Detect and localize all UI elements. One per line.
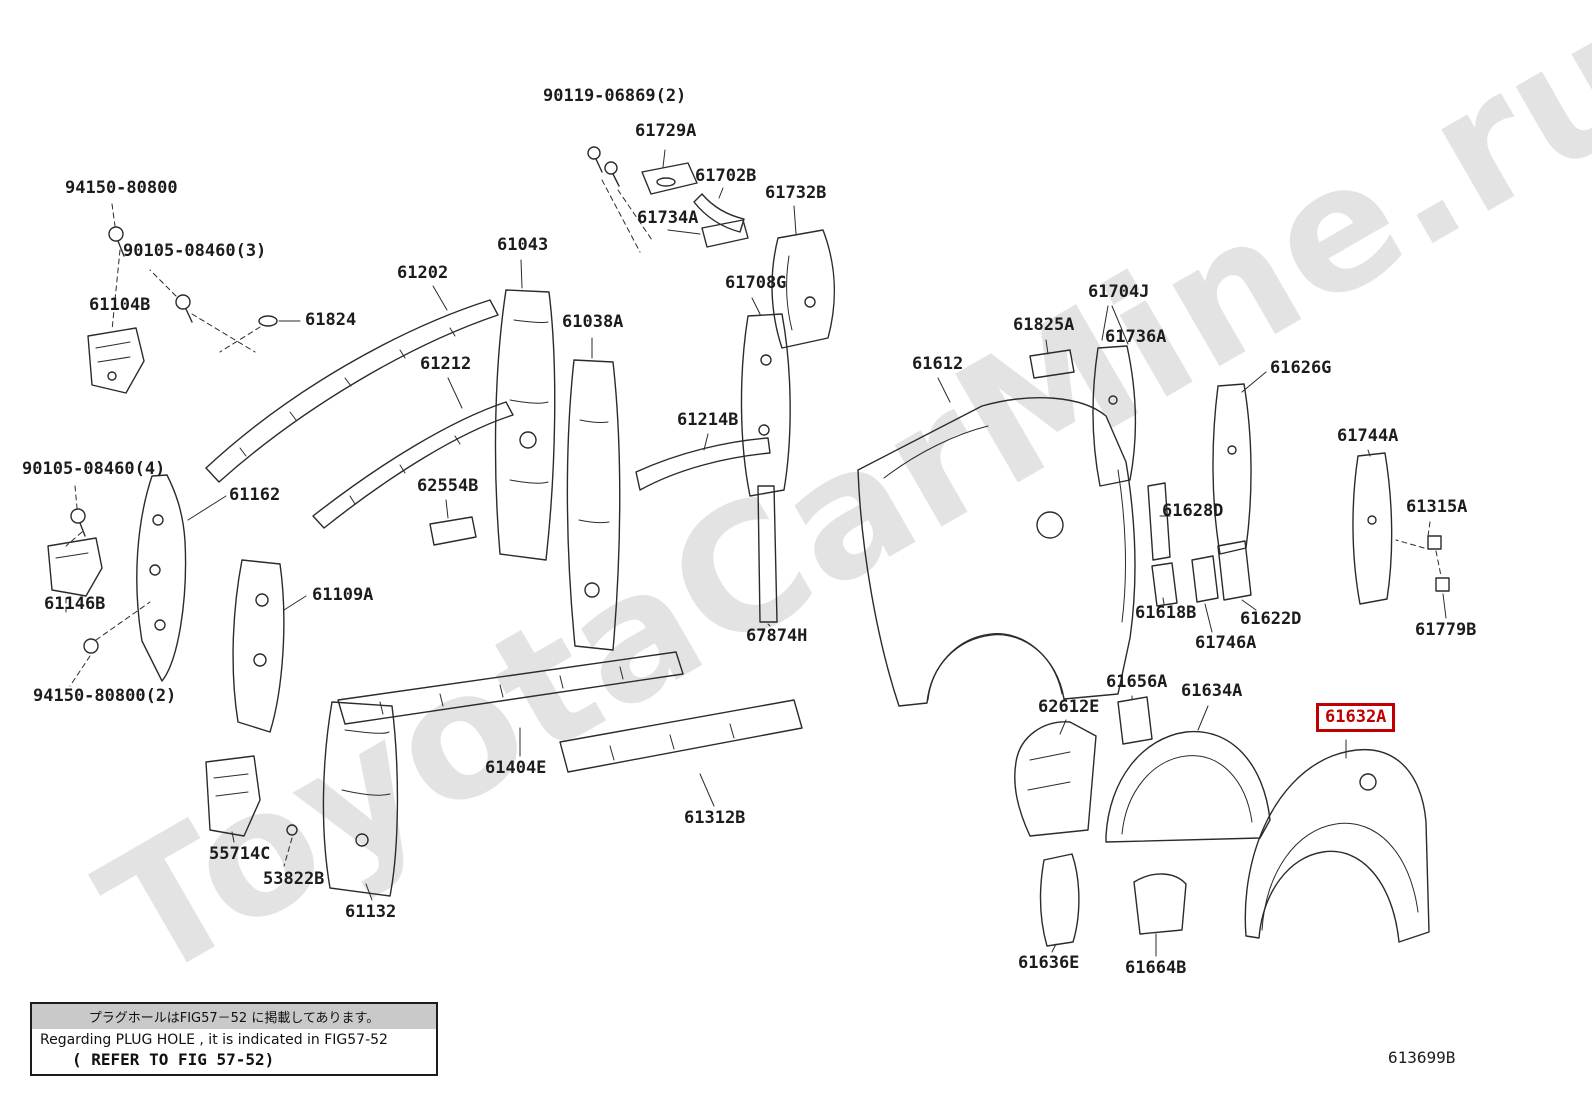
part-label-90105-08460-3[interactable]: 90105-08460(3) <box>123 241 267 261</box>
part-label-61202[interactable]: 61202 <box>397 263 449 283</box>
part-label-61704J[interactable]: 61704J <box>1088 282 1150 302</box>
part-label-94150-80800[interactable]: 94150-80800 <box>65 178 178 198</box>
nut-icon <box>69 601 151 687</box>
part-label-61732B[interactable]: 61732B <box>765 183 827 203</box>
note-english: Regarding PLUG HOLE , it is indicated in… <box>40 1032 388 1048</box>
part-sketch-61824 <box>219 315 301 353</box>
plug-hole-note-box: プラグホールはFIG57－52 に掲載してあります。 Regarding PLU… <box>30 1002 438 1076</box>
figure-number: 613699B <box>1388 1048 1456 1067</box>
part-sketch-61734A <box>667 219 749 248</box>
part-sketch-61746A <box>1191 555 1219 633</box>
part-sketch-61632A-highlighted <box>1244 739 1430 943</box>
part-sketch-67874H <box>757 485 778 627</box>
part-sketch-61043 <box>494 259 556 561</box>
clip-icon <box>1395 521 1442 577</box>
part-label-61038A[interactable]: 61038A <box>562 312 624 332</box>
part-label-90105-08460-4[interactable]: 90105-08460(4) <box>22 459 166 479</box>
part-label-61104B[interactable]: 61104B <box>89 295 151 315</box>
part-label-61656A[interactable]: 61656A <box>1106 672 1168 692</box>
part-label-61632A-highlighted[interactable]: 61632A <box>1316 703 1396 732</box>
note-refer: ( REFER TO FIG 57-52) <box>72 1050 275 1069</box>
part-label-55714C[interactable]: 55714C <box>209 844 271 864</box>
part-label-61315A[interactable]: 61315A <box>1406 497 1468 517</box>
part-sketch-61212 <box>312 377 514 529</box>
part-label-61628D[interactable]: 61628D <box>1162 501 1224 521</box>
part-label-61312B[interactable]: 61312B <box>684 808 746 828</box>
part-sketch-61146B <box>47 537 103 617</box>
part-sketch-62554B <box>429 499 477 546</box>
part-sketch-61702B <box>693 187 745 233</box>
part-sketch-61162 <box>136 474 227 682</box>
note-japanese: プラグホールはFIG57－52 に掲載してあります。 <box>32 1004 436 1029</box>
part-label-61622D[interactable]: 61622D <box>1240 609 1302 629</box>
part-sketch-62612E <box>1014 719 1097 837</box>
part-sketch-61109A <box>232 559 307 733</box>
part-label-61109A[interactable]: 61109A <box>312 585 374 605</box>
part-label-61404E[interactable]: 61404E <box>485 758 547 778</box>
part-label-61825A[interactable]: 61825A <box>1013 315 1075 335</box>
plug-icon <box>283 824 298 867</box>
part-sketch-61729A <box>641 149 698 195</box>
part-sketch-61038A <box>566 337 621 651</box>
part-sketch-61664B <box>1133 873 1187 957</box>
part-label-61744A[interactable]: 61744A <box>1337 426 1399 446</box>
part-label-61626G[interactable]: 61626G <box>1270 358 1332 378</box>
part-label-90119-06869[interactable]: 90119-06869(2) <box>543 86 687 106</box>
part-label-61162[interactable]: 61162 <box>229 485 281 505</box>
part-sketch-61744A <box>1352 449 1393 605</box>
part-label-53822B[interactable]: 53822B <box>263 869 325 889</box>
part-sketch-61626G <box>1212 371 1267 555</box>
bolt-icon <box>108 203 125 331</box>
part-sketch-61404E <box>337 651 684 757</box>
part-sketch-61104B <box>87 327 145 394</box>
part-label-61746A[interactable]: 61746A <box>1195 633 1257 653</box>
part-sketch-55714C <box>205 755 261 843</box>
part-label-61043[interactable]: 61043 <box>497 235 549 255</box>
part-label-61618B[interactable]: 61618B <box>1135 603 1197 623</box>
screw-icon <box>587 146 620 187</box>
part-sketch-61708G <box>740 297 791 497</box>
part-label-61729A[interactable]: 61729A <box>635 121 697 141</box>
part-sketch-61825A <box>1029 339 1075 379</box>
clip-icon <box>1435 577 1450 619</box>
part-label-61146B[interactable]: 61146B <box>44 594 106 614</box>
part-label-61664B[interactable]: 61664B <box>1125 958 1187 978</box>
part-label-94150-80800-2[interactable]: 94150-80800(2) <box>33 686 177 706</box>
part-label-61702B[interactable]: 61702B <box>695 166 757 186</box>
part-sketch-61634A <box>1105 705 1271 843</box>
part-label-61634A[interactable]: 61634A <box>1181 681 1243 701</box>
part-label-61734A[interactable]: 61734A <box>637 208 699 228</box>
part-sketch-61636E <box>1039 853 1080 953</box>
part-sketch-61618B <box>1151 562 1178 607</box>
part-sketch-61736A <box>1092 345 1137 487</box>
part-label-61636E[interactable]: 61636E <box>1018 953 1080 973</box>
part-label-61779B[interactable]: 61779B <box>1415 620 1477 640</box>
part-sketch-61656A <box>1117 695 1153 745</box>
part-label-61824[interactable]: 61824 <box>305 310 357 330</box>
part-sketch-61612 <box>857 377 1136 707</box>
part-sketch-61202 <box>205 285 499 483</box>
part-sketch-61732B <box>771 205 835 349</box>
bolt-icon <box>149 269 256 353</box>
part-label-62612E[interactable]: 62612E <box>1038 697 1100 717</box>
part-label-67874H[interactable]: 67874H <box>746 626 808 646</box>
part-sketch-61628D <box>1147 482 1171 561</box>
bolt-icon <box>65 485 86 547</box>
part-label-61708G[interactable]: 61708G <box>725 273 787 293</box>
part-label-61612[interactable]: 61612 <box>912 354 964 374</box>
part-label-62554B[interactable]: 62554B <box>417 476 479 496</box>
part-label-61212[interactable]: 61212 <box>420 354 472 374</box>
part-label-61214B[interactable]: 61214B <box>677 410 739 430</box>
part-sketch-61622D <box>1217 540 1257 611</box>
part-sketch-61312B <box>559 699 803 807</box>
part-sketch-61132 <box>322 701 399 901</box>
part-label-61132[interactable]: 61132 <box>345 902 397 922</box>
part-label-61736A[interactable]: 61736A <box>1105 327 1167 347</box>
part-sketch-61214B <box>635 433 771 491</box>
